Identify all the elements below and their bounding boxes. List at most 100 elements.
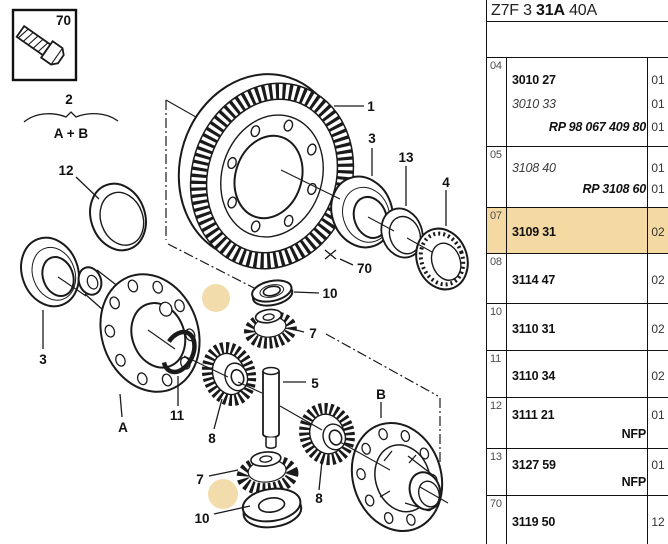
- bolt-cross-marker: [324, 249, 354, 266]
- callout-3[interactable]: 3: [368, 131, 376, 146]
- circlip: [161, 329, 197, 375]
- callout-7-top[interactable]: 7: [309, 326, 317, 341]
- part-quantity: 01: [651, 408, 665, 423]
- part-line: 3119 50 12: [506, 515, 668, 529]
- part-number[interactable]: 3010 27: [512, 73, 556, 88]
- ref-column-divider: [506, 351, 507, 397]
- row-entries: 3110 31 02: [506, 304, 668, 350]
- callout-b[interactable]: B: [376, 387, 386, 402]
- part-quantity: 01: [651, 160, 665, 175]
- table-row[interactable]: 11 3110 34 02: [487, 350, 668, 397]
- qty-column-divider: [647, 398, 648, 448]
- part-line: 3109 31 02: [506, 225, 668, 239]
- spacer-ring: [380, 207, 424, 259]
- brace-icon: [23, 111, 119, 123]
- callout-10-top[interactable]: 10: [322, 286, 337, 301]
- part-number[interactable]: 3114 47: [512, 273, 556, 287]
- callout-13[interactable]: 13: [398, 150, 414, 165]
- thrust-washer-top: [251, 279, 294, 307]
- table-row[interactable]: 08 3114 47 02: [487, 253, 668, 303]
- part-quantity: 02: [651, 273, 665, 287]
- note-formula: A + B: [54, 126, 89, 141]
- callout-12[interactable]: 12: [58, 163, 73, 178]
- plate-code-suffix: 40A: [569, 2, 597, 19]
- part-quantity: 02: [651, 225, 665, 239]
- qty-column-divider: [647, 208, 648, 253]
- part-quantity: 02: [651, 368, 665, 383]
- part-number[interactable]: RP 98 067 409 80: [548, 119, 646, 134]
- row-ref: 11: [490, 353, 502, 365]
- plate-code-bold: 31A: [536, 2, 565, 19]
- centerline: [167, 243, 259, 291]
- part-line: 3010 27 01: [506, 73, 668, 87]
- part-line: NFP: [506, 475, 668, 489]
- callout-3-left[interactable]: 3: [39, 352, 47, 367]
- row-ref: 08: [490, 256, 502, 268]
- callout-4[interactable]: 4: [442, 175, 450, 190]
- part-number[interactable]: 3127 59: [512, 458, 556, 472]
- ref-column-divider: [506, 304, 507, 350]
- callout-7-bottom[interactable]: 7: [196, 472, 204, 487]
- part-number[interactable]: NFP: [621, 426, 647, 441]
- part-number[interactable]: 3110 34: [512, 368, 556, 383]
- ref-column-divider: [506, 449, 507, 495]
- oil-seal: [415, 227, 469, 291]
- part-number[interactable]: 3119 50: [512, 514, 556, 529]
- diagram-panel: 70 2 A + B: [11, 8, 469, 533]
- part-quantity: 01: [651, 73, 665, 88]
- part-number[interactable]: 3111 21: [512, 408, 555, 423]
- crown-wheel: [177, 73, 355, 270]
- qty-column-divider: [647, 58, 648, 146]
- part-number[interactable]: RP 3108 60: [582, 182, 646, 197]
- part-number[interactable]: NFP: [621, 475, 647, 489]
- inset-label: 70: [56, 13, 71, 28]
- row-ref: 70: [490, 498, 502, 510]
- bearing-right: [330, 175, 394, 249]
- callout-70[interactable]: 70: [357, 261, 372, 276]
- callout-5[interactable]: 5: [311, 376, 319, 391]
- table-row[interactable]: 10 3110 31 02: [487, 303, 668, 350]
- row-ref: 10: [490, 306, 502, 318]
- note-a-plus-b: 2 A + B: [23, 92, 119, 141]
- header-spacer: [487, 22, 668, 57]
- highlight-spot: [208, 479, 238, 509]
- callout-a[interactable]: A: [118, 420, 128, 435]
- callout-8-right[interactable]: 8: [315, 491, 323, 506]
- qty-column-divider: [647, 351, 648, 397]
- row-entries: 3109 31 02: [506, 208, 668, 253]
- callout-10-bottom[interactable]: 10: [194, 511, 209, 526]
- row-ref: 13: [490, 451, 502, 463]
- part-number[interactable]: 3110 31: [512, 321, 556, 336]
- part-number[interactable]: 3108 40: [512, 160, 556, 175]
- table-row[interactable]: 70 3119 50 12: [487, 495, 668, 544]
- part-number[interactable]: 3010 33: [512, 96, 556, 111]
- ref-column-divider: [506, 58, 507, 146]
- bolt-icon: [15, 24, 65, 66]
- part-line: 3111 21 01: [506, 408, 668, 422]
- part-line: 3108 40 01: [506, 161, 668, 175]
- part-line: 3114 47 02: [506, 273, 668, 287]
- o-ring-seal: [89, 182, 147, 252]
- part-line: NFP: [506, 427, 668, 441]
- planet-pinion-bottom: [236, 451, 299, 496]
- part-quantity: 12: [651, 514, 665, 529]
- callout-8-left[interactable]: 8: [208, 431, 216, 446]
- callout-11[interactable]: 11: [170, 408, 185, 423]
- part-number[interactable]: 3109 31: [512, 225, 556, 239]
- qty-column-divider: [647, 304, 648, 350]
- ref-column-divider: [506, 496, 507, 544]
- part-quantity: 02: [651, 321, 665, 336]
- ref-column-divider: [506, 398, 507, 448]
- callout-1[interactable]: 1: [367, 99, 375, 114]
